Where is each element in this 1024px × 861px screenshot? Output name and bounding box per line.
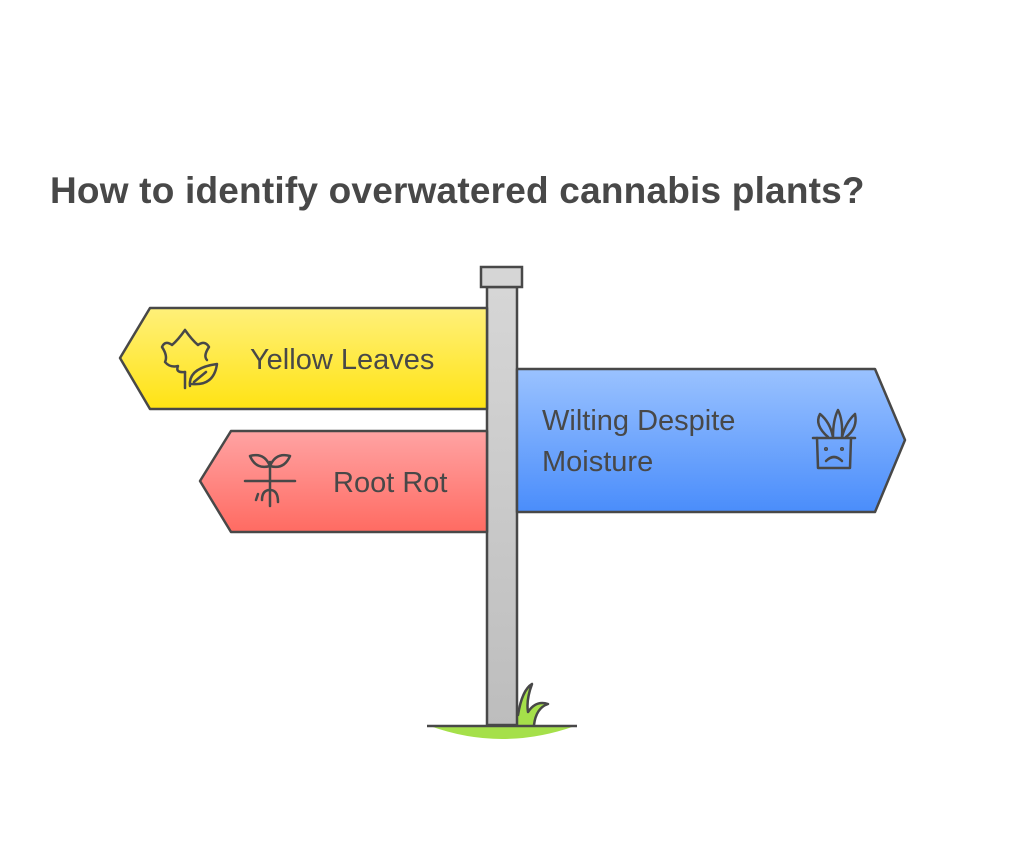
sign-label-line1: Wilting Despite xyxy=(542,405,735,437)
sign-root-rot: Root Rot xyxy=(198,429,489,534)
signpost-pole xyxy=(485,285,519,727)
sprout-roots-icon xyxy=(243,453,297,508)
sign-label: Root Rot xyxy=(333,467,447,499)
sad-plant-pot-icon xyxy=(811,408,857,470)
leaf-icon xyxy=(160,328,219,390)
sign-yellow-leaves: Yellow Leaves xyxy=(118,306,489,411)
signpost-cap xyxy=(479,265,524,289)
sign-wilting-despite-moisture: Wilting Despite Moisture xyxy=(515,367,907,514)
sign-label: Yellow Leaves xyxy=(250,344,434,376)
diagram-title: How to identify overwatered cannabis pla… xyxy=(50,170,865,211)
sign-label-line2: Moisture xyxy=(542,446,653,478)
